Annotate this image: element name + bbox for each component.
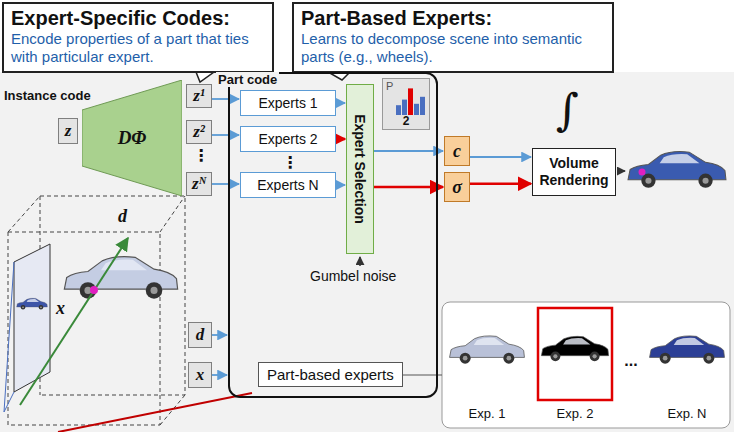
backdrop (0, 72, 734, 432)
highlight-box (538, 308, 612, 400)
sample-point (90, 286, 98, 294)
connector-arrow (470, 156, 531, 158)
code-text: z¹ (193, 86, 205, 106)
decoder-trapezoid: DΦ (82, 80, 182, 196)
callout-tail (196, 72, 214, 82)
noise-arrow (359, 257, 361, 266)
connector-arrow (470, 183, 531, 186)
camera-frustum (4, 262, 14, 412)
expert-box: Experts 2 (240, 126, 336, 152)
histogram-box: P2 (382, 78, 430, 130)
connector-arrow (212, 134, 239, 136)
red-leader (58, 393, 252, 432)
integral-sign: ∫ (556, 84, 579, 135)
connector-arrow (336, 184, 345, 186)
noise-label: Gumbel noise (310, 268, 396, 284)
scene-car (64, 257, 177, 299)
connector-arrow (336, 138, 345, 141)
expert-label: Exp. 1 (469, 406, 506, 421)
callout-box: Part-Based Experts:Learns to decompose s… (292, 2, 614, 73)
output-text: c (453, 141, 461, 162)
rendered-car (628, 152, 726, 188)
expert-panel (442, 302, 730, 428)
render-arrow (618, 170, 625, 172)
callout-text: Encode properties of a part that ties wi… (11, 30, 265, 66)
output-text: σ (452, 177, 462, 198)
code-box: z (58, 118, 78, 144)
connector-arrow (212, 98, 239, 100)
point-label: x (56, 298, 65, 319)
expert-box: Experts N (240, 172, 336, 198)
code-label: Instance code (4, 88, 91, 103)
expert-label: Exp. N (667, 406, 706, 421)
code-text: z (65, 121, 72, 141)
render-box: Volume Rendering (532, 148, 616, 196)
render-text: Volume Rendering (539, 155, 608, 188)
connector-arrow (374, 186, 443, 189)
connector-arrow (336, 102, 345, 104)
connector-arrow (212, 183, 239, 185)
decoder-text: DΦ (118, 127, 147, 149)
histogram-bars (395, 85, 425, 115)
ray-arrow (20, 238, 128, 405)
code-label: Part code (216, 72, 279, 87)
scene-cube (8, 196, 185, 425)
expert-render (541, 336, 608, 361)
histogram-text: 2 (383, 114, 429, 128)
plane-car (17, 298, 48, 309)
expert-render (450, 336, 525, 364)
histogram-text: P (386, 80, 393, 92)
callout-text: Learns to decompose scene into semantic … (301, 30, 605, 66)
selection-box: Expert Selection (346, 84, 374, 254)
expert-render (650, 336, 725, 364)
expert-text: Experts 2 (258, 131, 317, 147)
callout-box: Expert-Specific Codes:Encode properties … (2, 2, 274, 73)
input-box: d (188, 322, 212, 348)
rendered-point (639, 169, 646, 176)
code-box: z² (186, 120, 212, 144)
experts-text: Part-based experts (258, 362, 403, 387)
code-text: z² (193, 122, 205, 142)
connector-arrow (374, 150, 443, 152)
expert-box: Experts 1 (240, 90, 336, 116)
expert-label: Exp. 2 (557, 406, 594, 421)
panel-leader (398, 375, 442, 376)
callout-text: Expert-Specific Codes: (11, 7, 265, 30)
ellipsis: ⋮ (193, 146, 209, 165)
expert-text: Experts N (257, 177, 318, 193)
code-box: z¹ (186, 84, 212, 108)
expert-text: Experts 1 (258, 95, 317, 111)
connector-arrow (212, 374, 227, 376)
connector-arrow (212, 334, 227, 336)
input-text: d (196, 325, 205, 345)
output-box: c (444, 136, 470, 166)
callout-text: Part-Based Experts: (301, 7, 605, 30)
input-text: x (196, 365, 205, 385)
code-text: zᴺ (192, 174, 206, 194)
ellipsis: ⋮ (282, 153, 298, 172)
experts-container: Part-based experts Experts 1 Experts 2 Expe… (228, 72, 438, 398)
output-box: σ (444, 172, 470, 202)
image-plane (14, 244, 50, 392)
selection-text: Expert Selection (352, 114, 368, 224)
direction-label: d (118, 206, 127, 227)
input-box: x (188, 362, 212, 388)
ellipsis: ... (624, 352, 637, 370)
code-box: zᴺ (186, 172, 212, 196)
